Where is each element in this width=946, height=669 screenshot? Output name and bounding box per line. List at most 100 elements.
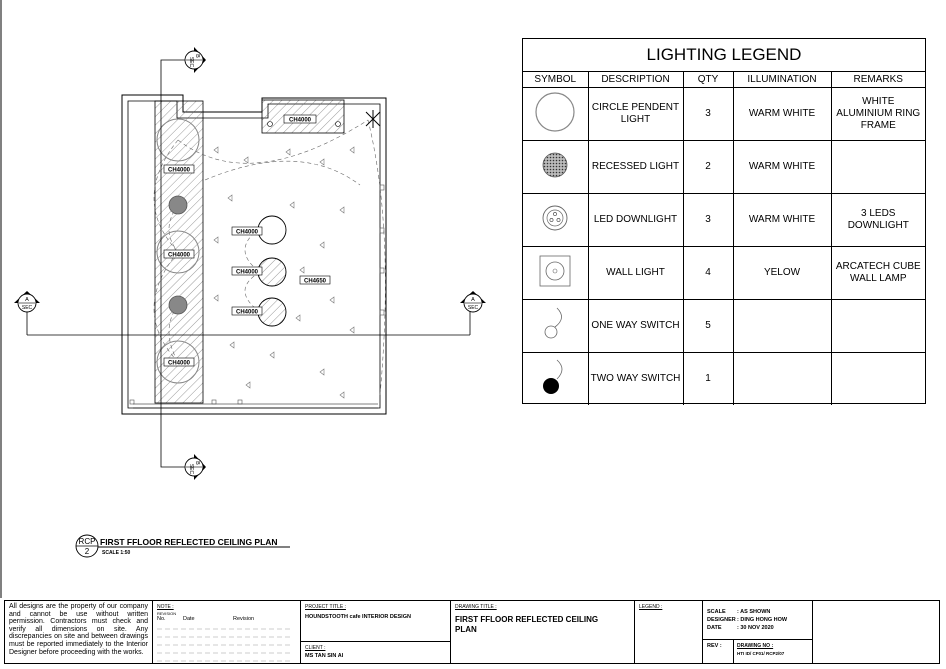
reflected-ceiling-plan: CH4000 CH4000 CH4000 CH4000 CH4000 CH400…	[0, 0, 486, 598]
legend-illumination	[733, 299, 832, 353]
legend-row: ONE WAY SWITCH 5	[523, 299, 925, 353]
drawing-title: FIRST FFLOOR REFLECTED CEILING PLAN	[455, 615, 599, 634]
legend-illumination	[733, 352, 832, 405]
date-label: DATE	[707, 625, 722, 631]
disclaimer-cell: All designs are the property of our comp…	[5, 601, 153, 663]
column-header: REMARKS	[831, 72, 925, 88]
drawing-no-label: DRAWING NO :	[737, 643, 774, 649]
legend-description: WALL LIGHT	[588, 246, 684, 300]
scale-label: SCALE	[707, 609, 726, 615]
legend-remarks	[831, 140, 925, 194]
lighting-legend: LIGHTING LEGEND SYMBOL DESCRIPTION QTY I…	[522, 38, 926, 405]
disclaimer-text: All designs are the property of our comp…	[9, 603, 148, 656]
legend-row: CIRCLE PENDENT LIGHT 3 WARM WHITE WHITE …	[523, 87, 925, 141]
circle-pendent-light-icon	[535, 92, 575, 132]
column-header: QTY	[683, 72, 734, 88]
svg-text:A: A	[25, 297, 29, 303]
note-cell: NOTE : REVISION No. Date Revision	[153, 601, 301, 663]
height-label: CH4000	[236, 270, 259, 276]
height-label: CH4650	[304, 279, 327, 285]
designer-label: DESIGNER	[707, 617, 736, 623]
section-lines	[26, 59, 471, 468]
column-header: DESCRIPTION	[588, 72, 684, 88]
svg-text:B: B	[194, 54, 200, 58]
legend-title: LIGHTING LEGEND	[523, 39, 925, 72]
drawing-no: HTI ID/ CF01/ RCP2/07	[737, 651, 785, 656]
title-block: All designs are the property of our comp…	[4, 600, 940, 664]
legend-row: WALL LIGHT 4 YELOW ARCATECH CUBE WALL LA…	[523, 246, 925, 300]
drawing-title-cell: DRAWING TITLE : FIRST FFLOOR REFLECTED C…	[451, 601, 635, 663]
legend-illumination: YELOW	[733, 246, 832, 300]
section-marker-a-left: A SEC	[14, 291, 40, 313]
ceiling-circles	[257, 215, 287, 327]
legend-remarks	[831, 353, 925, 406]
plan-scale: SCALE 1:50	[102, 550, 131, 556]
svg-text:B: B	[194, 461, 200, 465]
project-title-label: PROJECT TITLE :	[305, 604, 346, 610]
led-downlight-icon	[542, 205, 568, 231]
svg-text:A: A	[471, 297, 475, 303]
legend-label: LEGEND :	[639, 604, 663, 610]
height-label: CH4000	[168, 361, 191, 367]
blank-cell	[813, 601, 939, 663]
height-label: CH4000	[168, 253, 191, 259]
project-title: HOUNDSTOOTH cafe INTERIOR DESIGN	[305, 614, 411, 620]
revision-label: REVISION	[157, 611, 177, 616]
designer-value: : DING HONG HOW	[737, 617, 788, 623]
section-marker-b-bottom: B SEC	[184, 454, 206, 480]
height-label: CH4000	[168, 168, 191, 174]
legend-table: SYMBOL DESCRIPTION QTY ILLUMINATION REMA…	[523, 72, 925, 405]
client-name: MS TAN SIN AI	[305, 653, 344, 659]
legend-remarks	[831, 299, 925, 353]
revision-lines	[157, 628, 293, 662]
client-label: CLIENT :	[305, 645, 326, 651]
drawing-title-label: DRAWING TITLE :	[455, 604, 497, 610]
legend-illumination: WARM WHITE	[733, 87, 832, 141]
rev-label: REV :	[707, 643, 722, 649]
height-label: CH4000	[289, 118, 312, 124]
legend-row: RECESSED LIGHT 2 WARM WHITE	[523, 140, 925, 194]
legend-qty: 3	[683, 193, 734, 247]
legend-remarks: WHITE ALUMINIUM RING FRAME	[831, 87, 925, 141]
info-cell: SCALE : AS SHOWN DESIGNER : DING HONG HO…	[703, 601, 813, 663]
project-cell: PROJECT TITLE : HOUNDSTOOTH cafe INTERIO…	[301, 601, 451, 663]
rev-revision-label: Revision	[233, 616, 255, 622]
section-marker-a-right: A SEC	[460, 291, 486, 313]
one-way-switch-icon	[544, 307, 563, 339]
legend-remarks: 3 LEDS DOWNLIGHT	[831, 193, 925, 247]
rev-date-label: Date	[183, 616, 195, 622]
legend-illumination: WARM WHITE	[733, 140, 832, 194]
height-label: CH4000	[236, 310, 259, 316]
legend-qty: 1	[683, 352, 734, 405]
plan-title: FIRST FFLOOR REFLECTED CEILING PLAN	[100, 537, 278, 547]
legend-remarks: ARCATECH CUBE WALL LAMP	[831, 246, 925, 300]
recessed-light-icon	[542, 152, 568, 178]
recessed-lights	[168, 195, 188, 315]
legend-qty: 3	[683, 87, 734, 141]
svg-text:SEC: SEC	[188, 464, 194, 475]
legend-illumination: WARM WHITE	[733, 193, 832, 247]
legend-description: ONE WAY SWITCH	[588, 299, 684, 353]
legend-qty: 4	[683, 246, 734, 300]
height-label: CH4000	[236, 230, 259, 236]
legend-qty: 2	[683, 140, 734, 194]
fan-icon	[365, 110, 381, 128]
svg-text:SEC: SEC	[188, 57, 194, 68]
legend-description: CIRCLE PENDENT LIGHT	[588, 87, 684, 141]
wall-light-icon	[539, 255, 571, 287]
legend-cell: LEGEND :	[635, 601, 703, 663]
rev-no-label: No.	[157, 616, 166, 622]
wiring-lines	[153, 119, 386, 396]
column-header: ILLUMINATION	[733, 72, 832, 88]
view-code: RCP	[79, 537, 96, 546]
svg-text:SEC: SEC	[22, 305, 33, 311]
wall-switches	[129, 184, 385, 405]
circle-pendent-lights	[156, 118, 200, 384]
legend-description: RECESSED LIGHT	[588, 140, 684, 194]
section-marker-b-top: B SEC	[184, 47, 206, 73]
spot-marks	[213, 146, 355, 399]
legend-row: TWO WAY SWITCH 1	[523, 352, 925, 406]
date-value: : 30 NOV 2020	[737, 625, 774, 631]
two-way-switch-icon	[543, 359, 563, 394]
legend-header-row: SYMBOL DESCRIPTION QTY ILLUMINATION REMA…	[523, 72, 925, 88]
